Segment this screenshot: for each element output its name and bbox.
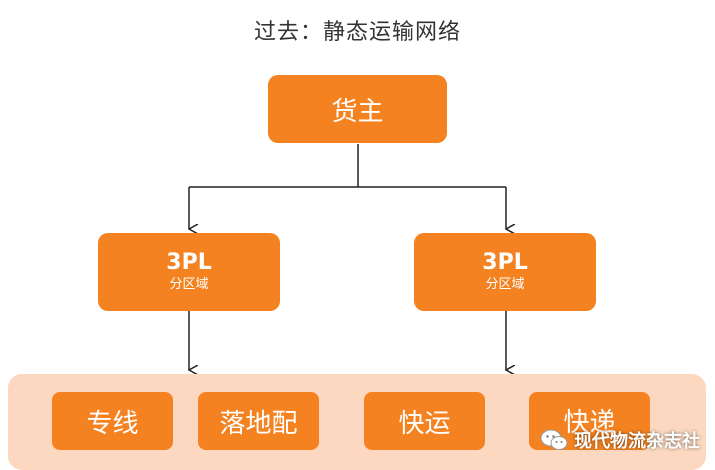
service-luodipei-label: 落地配 <box>219 408 298 439</box>
service-kuaiyun-label: 快运 <box>398 408 451 439</box>
node-root-label: 货主 <box>331 96 384 127</box>
diagram-title: 过去：静态运输网络 <box>253 20 461 45</box>
watermark: 现代物流杂志社 <box>540 426 700 454</box>
node-3pl-right: 3PL 分区域 <box>414 233 596 311</box>
node-3pl-right-label: 3PL <box>482 250 528 275</box>
wechat-icon <box>540 429 568 450</box>
service-luodipei: 落地配 <box>198 392 319 450</box>
node-3pl-left-sublabel: 分区域 <box>169 277 209 292</box>
node-3pl-left: 3PL 分区域 <box>98 233 280 311</box>
node-3pl-right-sublabel: 分区域 <box>485 277 525 292</box>
service-zhuanxian-label: 专线 <box>86 408 139 439</box>
service-kuaidi-label: 快递 <box>563 408 616 438</box>
service-zhuanxian: 专线 <box>52 392 173 450</box>
service-kuaiyun: 快运 <box>364 392 485 450</box>
node-root: 货主 <box>268 75 447 143</box>
watermark-text: 现代物流杂志社 <box>574 431 700 452</box>
node-3pl-left-label: 3PL <box>166 250 212 275</box>
